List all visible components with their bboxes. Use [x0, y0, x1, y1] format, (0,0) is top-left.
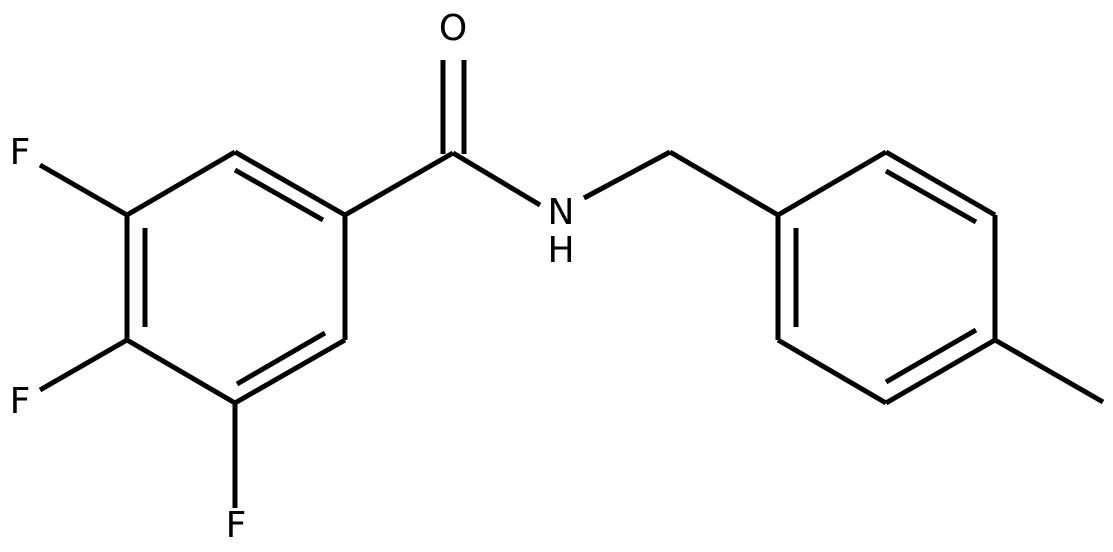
fluorine-label-top: F [10, 132, 31, 173]
carbonyl-ring-bond [343, 150, 455, 218]
fluorine-label-middle: F [10, 381, 31, 422]
hydrogen-label: H [547, 230, 574, 271]
amide-bond [451, 150, 542, 208]
n-methylene-bond [582, 149, 672, 201]
cf-bond-middle [38, 337, 129, 393]
nitrogen-label: N [548, 192, 575, 233]
trifluorophenyl-ring [124, 149, 348, 406]
fluorine-label-bottom: F [226, 505, 247, 546]
cf-bond-top [38, 162, 129, 218]
carbonyl-double-bond [440, 60, 467, 154]
tolyl-ring [775, 149, 998, 406]
methyl-bond [993, 337, 1105, 405]
methylene-ring-bond [668, 149, 780, 218]
oxygen-label: O [439, 8, 467, 49]
